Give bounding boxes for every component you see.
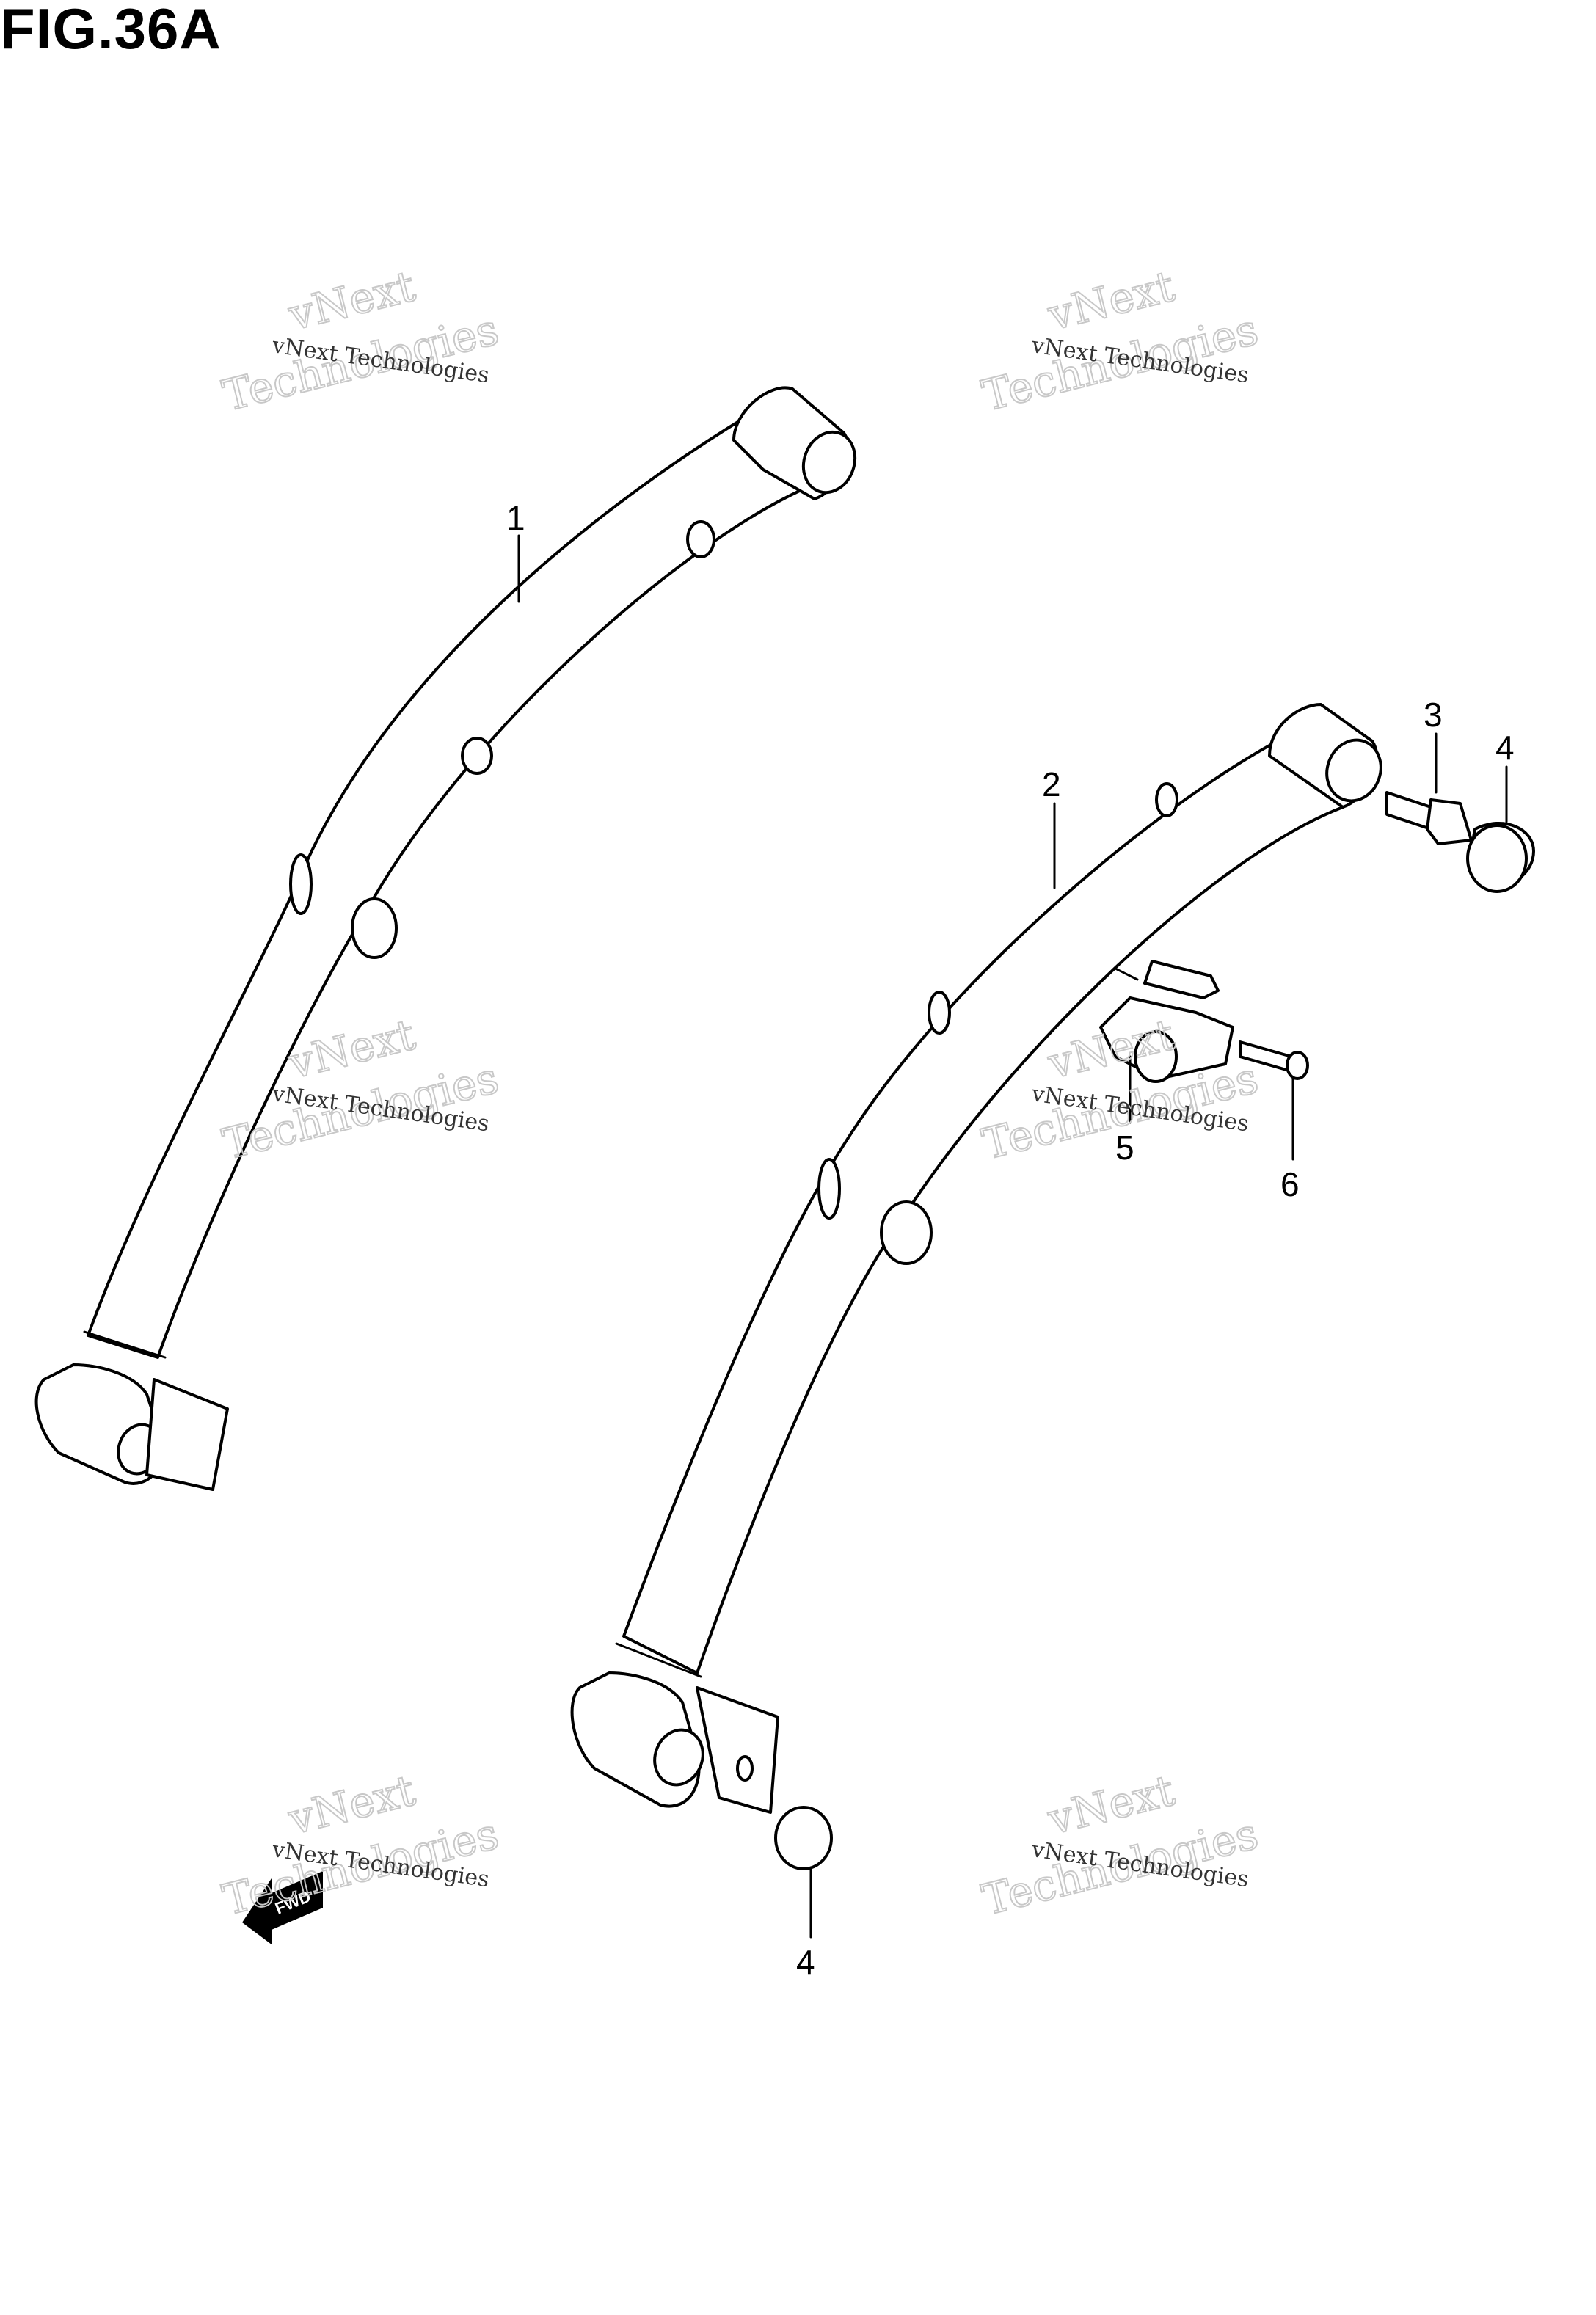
callout-1: 1 <box>506 499 525 537</box>
rivet-boss <box>289 853 313 915</box>
watermark-bottom-right: vNext Technologies vNext Technologies <box>977 1765 1264 1926</box>
forward-arrow-icon: FWD <box>242 1871 323 1944</box>
callout-4-upper: 4 <box>1495 729 1515 767</box>
watermark-top-left: vNext Technologies vNext Technologies <box>217 260 504 422</box>
callout-5: 5 <box>1115 1129 1134 1167</box>
callout-6: 6 <box>1280 1165 1300 1203</box>
grab-rail-1 <box>34 386 857 1491</box>
rivet-hole <box>686 520 715 558</box>
callout-3: 3 <box>1424 696 1443 734</box>
bracket-5 <box>1099 960 1234 1083</box>
watermark-top-right: vNext Technologies vNext Technologies <box>977 260 1264 422</box>
bolt-3 <box>1385 791 1473 845</box>
watermark-bottom-left: vNext Technologies vNext Technologies <box>217 1765 504 1926</box>
callout-4-lower: 4 <box>796 1943 815 1981</box>
rivet-hole <box>351 897 398 959</box>
grab-rail-2 <box>570 703 1382 1814</box>
screw-6 <box>1239 1040 1309 1080</box>
cap-4-upper <box>1466 821 1535 893</box>
callout-2: 2 <box>1042 765 1061 803</box>
figure-title: FIG.36A <box>0 0 222 61</box>
rivet-hole <box>461 737 493 775</box>
cap-4-lower <box>774 1806 833 1870</box>
